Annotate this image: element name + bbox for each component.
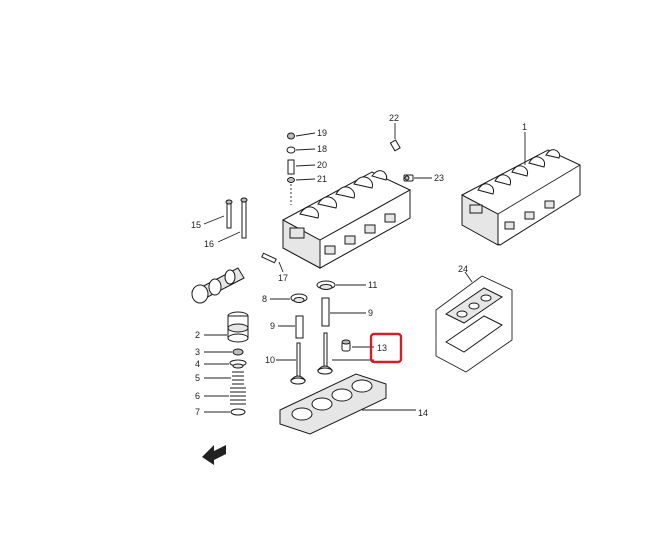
highlight-box-13 (369, 332, 403, 364)
callout-18: 18 (317, 144, 327, 154)
part-4-retainer[interactable] (229, 359, 247, 369)
callout-4: 4 (195, 359, 200, 369)
part-10-valve-right[interactable] (316, 332, 334, 375)
part-17-pin[interactable] (261, 252, 277, 264)
part-5-spring-inner[interactable] (232, 371, 244, 385)
part-14-head-gasket[interactable] (279, 373, 387, 435)
callout-15: 15 (191, 220, 201, 230)
callout-1: 1 (522, 122, 527, 132)
callout-6: 6 (195, 391, 200, 401)
callout-14: 14 (418, 408, 428, 418)
part-6-spring-outer[interactable] (230, 387, 246, 405)
part-11-seal[interactable] (316, 280, 336, 290)
cylinder-head-assembly-right[interactable] (461, 149, 581, 246)
part-9-guide-left[interactable] (295, 315, 304, 339)
part-9-guide-right[interactable] (321, 297, 330, 327)
front-direction-arrow-icon (202, 445, 226, 465)
callout-17: 17 (278, 273, 288, 283)
callout-24: 24 (458, 264, 468, 274)
callout-10: 10 (265, 355, 275, 365)
part-13-stem-seal[interactable] (341, 339, 351, 352)
cylinder-head-assembly-center[interactable] (282, 170, 411, 269)
part-8-seal[interactable] (290, 293, 308, 303)
callout-2: 2 (195, 330, 200, 340)
part-22-plug[interactable] (389, 139, 401, 152)
part-2-tappet[interactable] (227, 311, 249, 343)
callout-23: 23 (434, 173, 444, 183)
callout-16: 16 (204, 239, 214, 249)
part-24-gasket-kit[interactable] (435, 275, 513, 373)
callout-22: 22 (389, 113, 399, 123)
callout-9-left: 9 (270, 321, 275, 331)
part-7-seat[interactable] (230, 408, 246, 416)
camshaft[interactable] (191, 267, 245, 304)
callout-21: 21 (317, 174, 327, 184)
callout-7: 7 (195, 407, 200, 417)
part-3-shim[interactable] (232, 348, 244, 356)
callout-19: 19 (317, 128, 327, 138)
part-23-sensor[interactable] (403, 174, 414, 182)
part-15-bolt[interactable] (225, 199, 233, 229)
callout-11: 11 (368, 280, 377, 290)
part-10-valve-left[interactable] (289, 342, 307, 385)
callout-8: 8 (262, 294, 267, 304)
part-16-bolt[interactable] (240, 197, 248, 239)
callout-3: 3 (195, 347, 200, 357)
callout-13: 13 (377, 343, 387, 353)
studs-top[interactable] (286, 132, 296, 183)
callout-20: 20 (317, 160, 327, 170)
callout-5: 5 (195, 373, 200, 383)
callout-9-right: 9 (368, 308, 373, 318)
